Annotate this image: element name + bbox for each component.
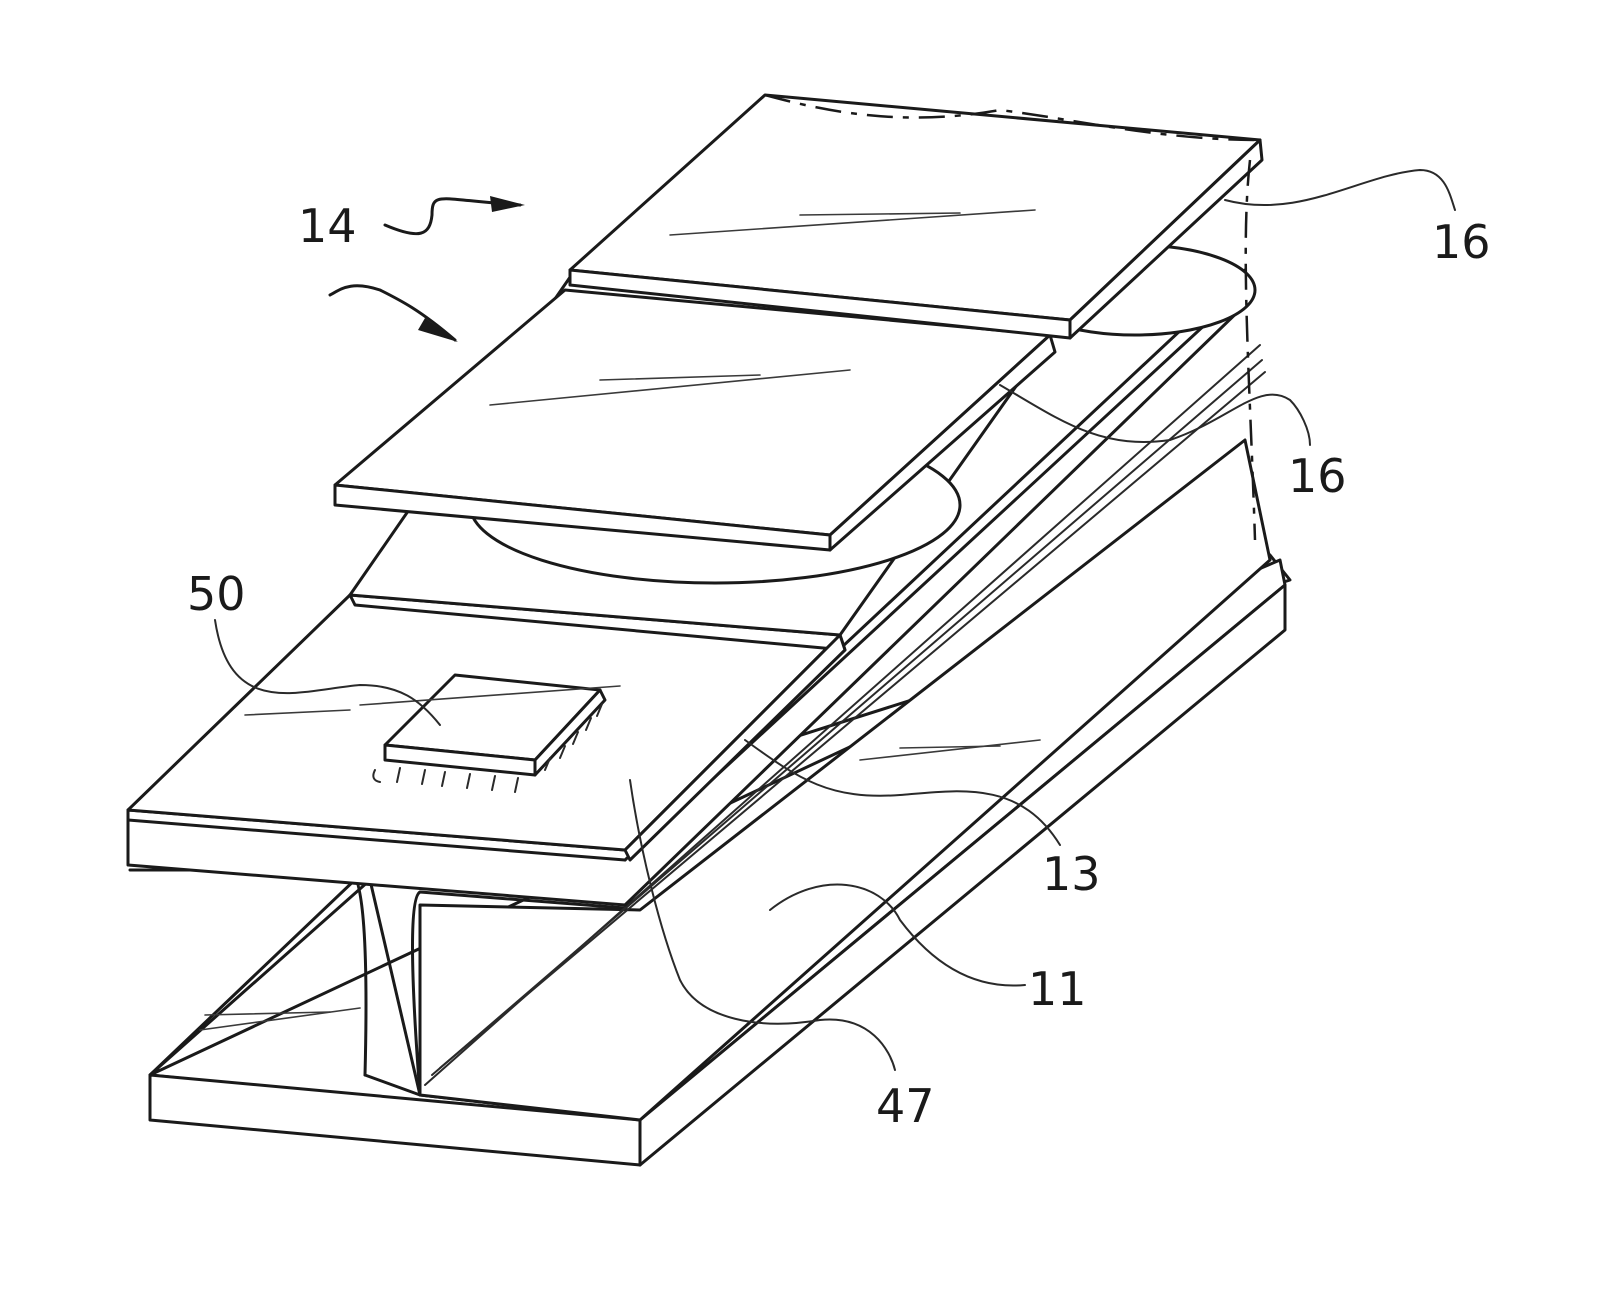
label-14: 14 xyxy=(298,199,357,253)
label-50: 50 xyxy=(187,567,246,621)
label-47: 47 xyxy=(876,1079,935,1133)
label-16-lower: 16 xyxy=(1288,449,1347,503)
label-11: 11 xyxy=(1028,962,1087,1016)
label-13: 13 xyxy=(1042,847,1101,901)
label-16-upper: 16 xyxy=(1432,215,1491,269)
